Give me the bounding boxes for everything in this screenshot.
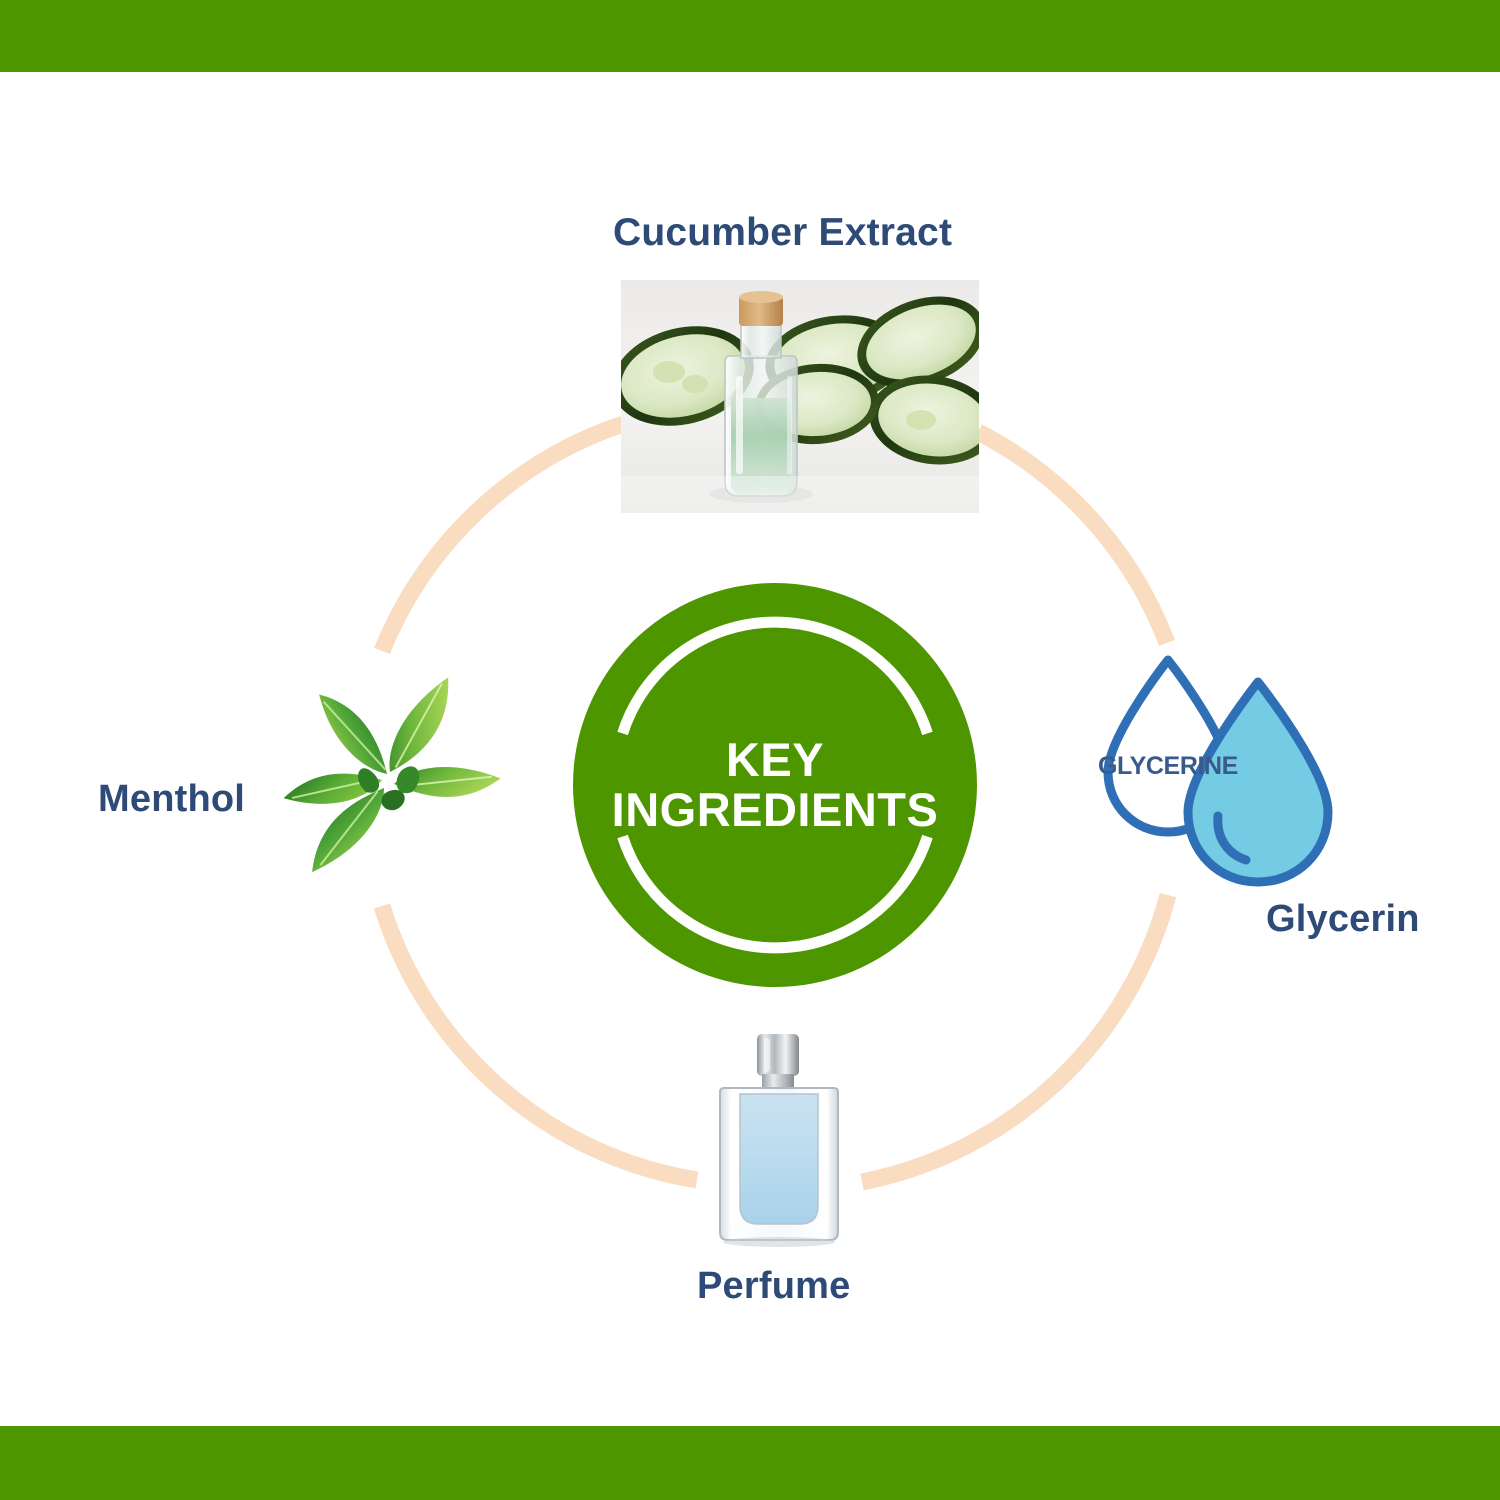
top-green-band [0, 0, 1500, 72]
ingredient-label-perfume: Perfume [697, 1265, 851, 1307]
ingredient-label-menthol: Menthol [98, 778, 246, 820]
cucumber-extract-image [621, 280, 979, 513]
glycerine-water-drops-icon [1103, 655, 1333, 887]
perfume-bottle-icon [719, 1034, 839, 1247]
badge-green-disc [573, 583, 977, 987]
badge-line-1: KEY [725, 733, 825, 787]
ring-arc-top-right [974, 424, 1175, 647]
ingredient-label-cucumber: Cucumber Extract [613, 211, 953, 254]
perfume-image [700, 1028, 858, 1250]
key-ingredients-badge: KEY INGREDIENTS [573, 583, 977, 987]
badge-inner-ring [617, 616, 933, 954]
bottom-green-band [0, 1426, 1500, 1500]
cucumber-slices-oil-bottle-photo [621, 280, 979, 513]
badge-line-2: INGREDIENTS [611, 783, 939, 836]
ingredient-label-glycerin: Glycerin [1266, 898, 1420, 940]
menthol-image [262, 652, 512, 907]
glycerin-image: GLYCERINE [1090, 640, 1365, 890]
glycerine-icon-caption: GLYCERINE [1098, 752, 1238, 780]
mint-leaves-icon [283, 677, 501, 873]
badge-text-block: KEY INGREDIENTS [573, 583, 977, 987]
